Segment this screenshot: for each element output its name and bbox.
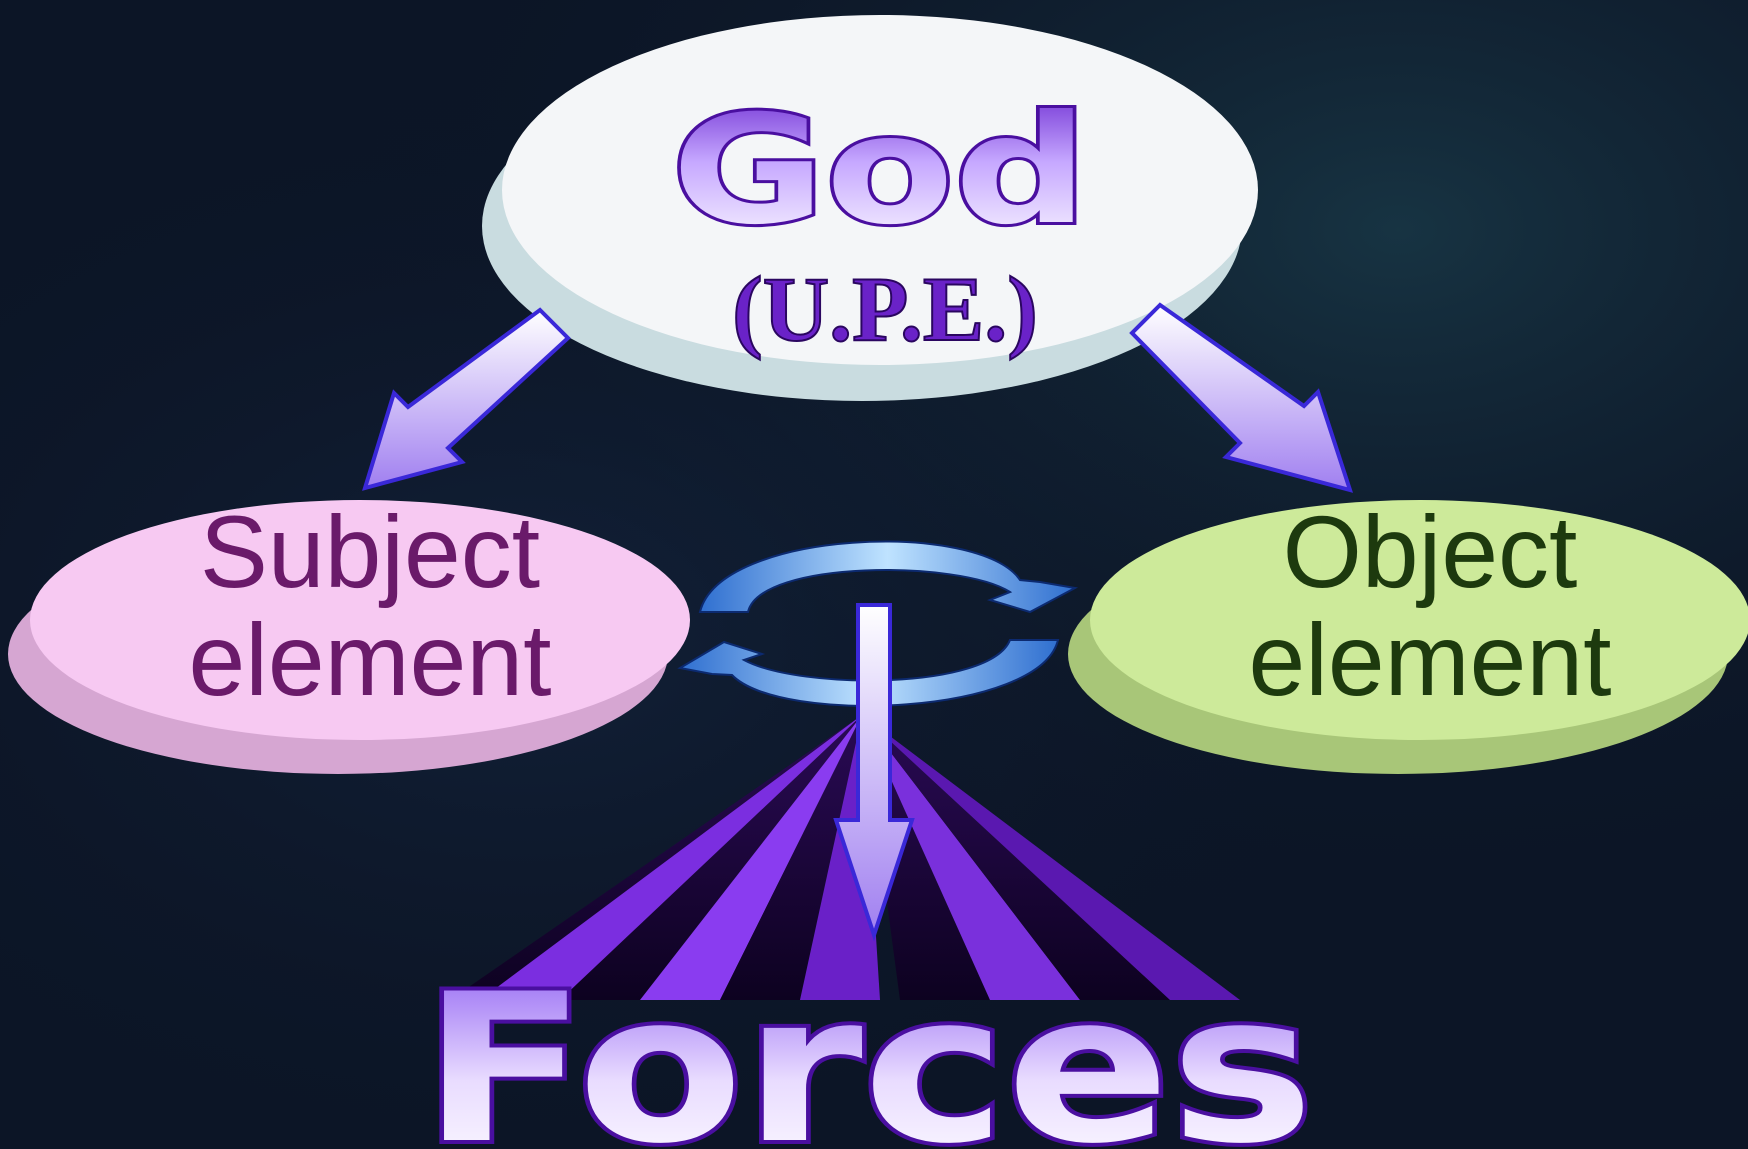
right-node-line2: element [1249, 603, 1612, 717]
top-node [482, 15, 1258, 401]
forces-label: Forces [422, 950, 1314, 1149]
right-node-line1: Object [1283, 495, 1578, 609]
left-node-line1: Subject [200, 495, 540, 609]
cycle-arrows-icon [677, 540, 1079, 707]
sunburst-rays [450, 715, 1240, 1000]
god-title: God [672, 83, 1089, 258]
down-arrow [833, 603, 915, 942]
down-left-arrow [362, 307, 571, 491]
down-right-arrow [1129, 302, 1354, 493]
god-subtitle: (U.P.E.) [732, 258, 1038, 360]
left-node-line2: element [189, 603, 552, 717]
left-node [8, 500, 690, 774]
right-node [1068, 500, 1748, 774]
